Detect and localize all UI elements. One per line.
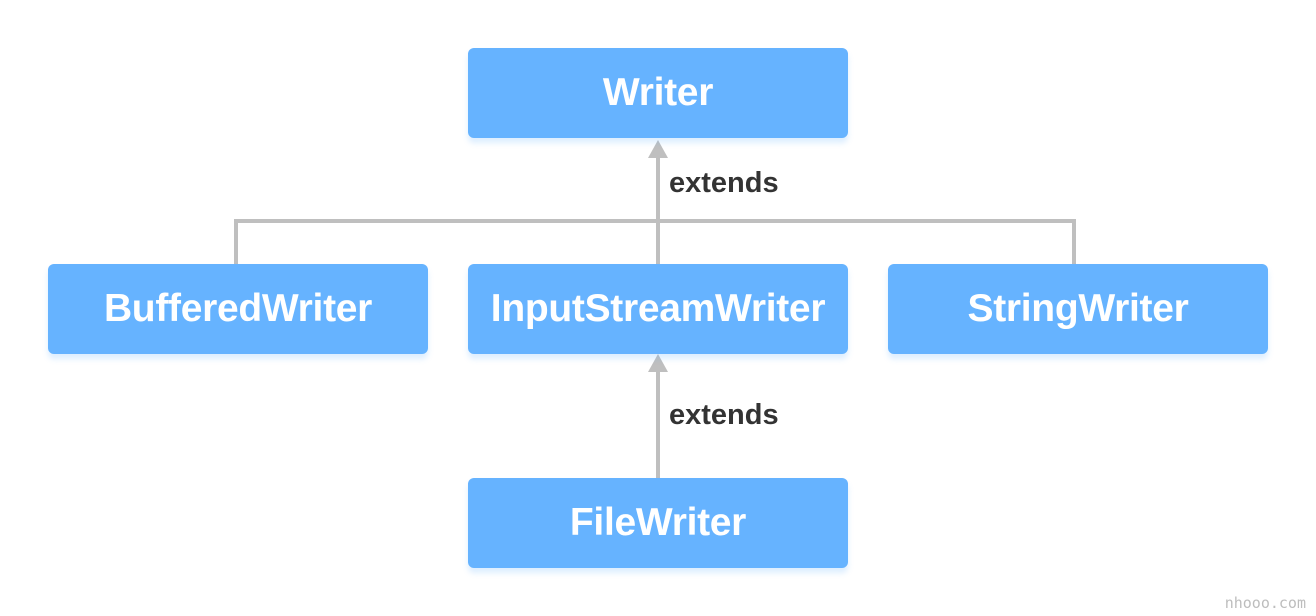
inputstreamwriter-node: InputStreamWriter xyxy=(468,264,848,354)
stringwriter-node: StringWriter xyxy=(888,264,1268,354)
filewriter-node: FileWriter xyxy=(468,478,848,568)
bufferedwriter-node: BufferedWriter xyxy=(48,264,428,354)
watermark: nhooo.com xyxy=(1224,594,1306,612)
arrowhead-to-writer xyxy=(648,140,668,158)
extends-label-writer: extends xyxy=(669,167,779,199)
bracket-connector xyxy=(234,219,1076,264)
extends-label-inputstreamwriter: extends xyxy=(669,399,779,431)
writer-node: Writer xyxy=(468,48,848,138)
arrowhead-to-inputstreamwriter xyxy=(648,354,668,372)
